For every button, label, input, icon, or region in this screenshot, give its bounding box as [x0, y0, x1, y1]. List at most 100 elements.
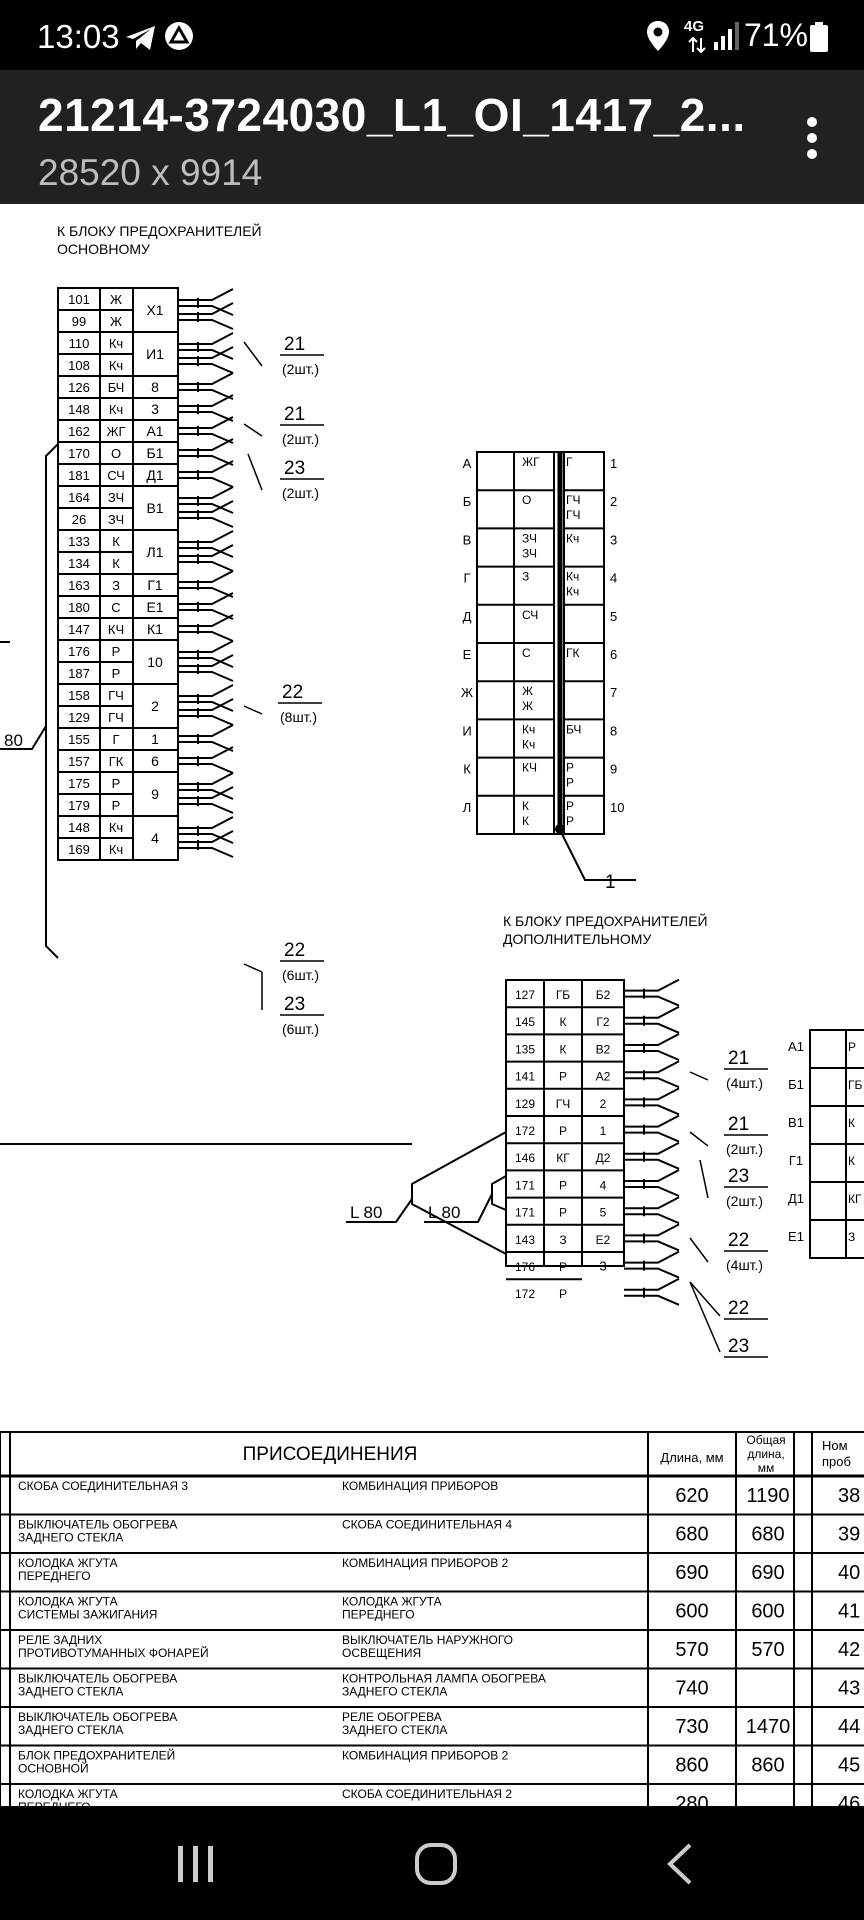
table-header-num: Ном — [822, 1438, 848, 1453]
wire-line — [243, 341, 263, 367]
aux-fuse-label: ДОПОЛНИТЕЛЬНОМУ — [503, 931, 651, 947]
main-wire-color: СЧ — [107, 468, 125, 483]
table-cell-from: ВЫКЛЮЧАТЕЛЬ ОБОГРЕВА — [18, 1518, 177, 1532]
main-wire-color: Кч — [109, 820, 123, 835]
connector-cell: К — [522, 799, 529, 813]
aux-wire-color: Р — [559, 1287, 567, 1301]
aux-wire-number: 135 — [515, 1042, 535, 1056]
main-wire-number: 157 — [68, 754, 90, 769]
wire-end — [624, 1087, 680, 1116]
wire-end — [624, 1169, 680, 1197]
connector-row-number: 3 — [610, 532, 617, 547]
right-row-letter: Е1 — [788, 1229, 804, 1244]
callout-80: 80 — [4, 731, 23, 750]
right-row-cell: К — [848, 1116, 855, 1130]
table-cell-total: 860 — [751, 1755, 784, 1777]
back-icon[interactable] — [664, 1842, 696, 1886]
main-wire-color: З — [112, 578, 120, 593]
aux-wire-number: 172 — [515, 1124, 535, 1138]
main-wire-number: 164 — [68, 490, 90, 505]
main-contact-label: Д1 — [146, 467, 163, 483]
connector-dot — [555, 824, 565, 834]
callout-21b-number: 21 — [284, 404, 305, 425]
main-wire-number: 148 — [68, 402, 90, 417]
main-wire-color: ЗЧ — [108, 490, 124, 505]
table-cell-from: ОСНОВНОЙ — [18, 1761, 89, 1776]
wire-line — [689, 1131, 709, 1147]
wire-end — [178, 654, 234, 682]
main-wire-number: 110 — [69, 336, 90, 351]
table-cell-to: ОСВЕЩЕНИЯ — [342, 1646, 421, 1660]
wire-end — [178, 346, 234, 374]
right-row-cell: З — [848, 1230, 855, 1244]
callout-1-number: 1 — [605, 872, 616, 893]
main-contact-label: 10 — [147, 654, 163, 670]
connector-row-letter: Ж — [461, 685, 473, 700]
table-cell-to: КОМБИНАЦИЯ ПРИБОРОВ — [342, 1479, 498, 1493]
aux-wire-number: 127 — [515, 988, 535, 1002]
aux-contact-label: 2 — [600, 1097, 607, 1111]
home-icon[interactable] — [414, 1842, 458, 1886]
connector-cell: Кч — [566, 585, 579, 599]
callout-r21a-number: 21 — [728, 1048, 749, 1069]
right-row-letter: Г1 — [789, 1153, 803, 1168]
main-wire-color: С — [111, 600, 120, 615]
aux-contact-label: Г2 — [596, 1015, 609, 1029]
table-cell-from: ПЕРЕДНЕГО — [18, 1569, 91, 1583]
main-wire-color: Кч — [109, 842, 123, 857]
wire-end — [178, 746, 234, 774]
connector-row-letter: Л — [463, 800, 472, 815]
table-cell-to: ЗАДНЕГО СТЕКЛА — [342, 1723, 447, 1737]
location-icon — [647, 21, 669, 51]
main-contact-label: Е1 — [146, 599, 163, 615]
connector-cell: Ж — [522, 699, 533, 713]
wire-end — [178, 460, 234, 488]
main-wire-color: КЧ — [108, 622, 124, 637]
connector-row-letter: А — [463, 456, 472, 471]
wire-line — [243, 963, 263, 973]
connector-cell: СЧ — [522, 608, 538, 622]
connector-row-number: 2 — [610, 494, 617, 509]
wire-end — [178, 816, 234, 844]
table-cell-from: ВЫКЛЮЧАТЕЛЬ ОБОГРЕВА — [18, 1672, 177, 1686]
main-contact-label: 2 — [151, 698, 159, 714]
main-wire-number: 101 — [68, 292, 90, 307]
aux-fuse-label: К БЛОКУ ПРЕДОХРАНИТЕЛЕЙ — [503, 912, 708, 929]
table-cell-from: РЕЛЕ ЗАДНИХ — [18, 1633, 102, 1647]
callout-r23a-qty: (2шт.) — [726, 1193, 763, 1209]
recent-apps-icon[interactable] — [176, 1844, 216, 1884]
table-cell-num: 43 — [838, 1678, 860, 1700]
callout-22a-number: 22 — [282, 682, 303, 703]
wire-end — [624, 1223, 680, 1252]
table-cell-from: ЗАДНЕГО СТЕКЛА — [18, 1723, 123, 1737]
table-cell-to: КОМБИНАЦИЯ ПРИБОРОВ 2 — [342, 1749, 509, 1763]
main-wire-color: БЧ — [108, 380, 125, 395]
more-vertical-icon[interactable] — [800, 114, 824, 162]
main-contact-label: 8 — [151, 379, 159, 395]
main-contact-label: В1 — [146, 500, 163, 516]
table-cell-total: 570 — [751, 1639, 784, 1661]
connector-row-letter: Е — [463, 647, 472, 662]
table-cell-from: ПРОТИВОТУМАННЫХ ФОНАРЕЙ — [18, 1645, 209, 1660]
aux-wire-color: Р — [559, 1070, 567, 1084]
callout-r23a-number: 23 — [728, 1166, 749, 1187]
telegram-icon — [126, 26, 155, 50]
table-cell-num: 46 — [838, 1793, 860, 1806]
main-wire-number: 26 — [72, 512, 86, 527]
aux-merged-contact: 3 — [599, 1259, 606, 1274]
connector-cell: БЧ — [566, 722, 581, 736]
main-wire-color: К — [112, 556, 120, 571]
connector-row-number: 6 — [610, 647, 617, 662]
main-wire-color: О — [111, 446, 121, 461]
main-wire-color: Р — [112, 776, 121, 791]
aux-contact-label: Б2 — [596, 988, 611, 1002]
wire-end — [178, 372, 234, 400]
aux-wire-number: 171 — [515, 1206, 535, 1220]
connector-row-number: 5 — [610, 609, 617, 624]
wire-end — [178, 544, 234, 572]
right-row-letter: А1 — [788, 1039, 804, 1054]
wire-end — [178, 486, 234, 514]
aux-wire-color: ГБ — [556, 988, 570, 1002]
table-cell-total: 600 — [751, 1601, 784, 1623]
